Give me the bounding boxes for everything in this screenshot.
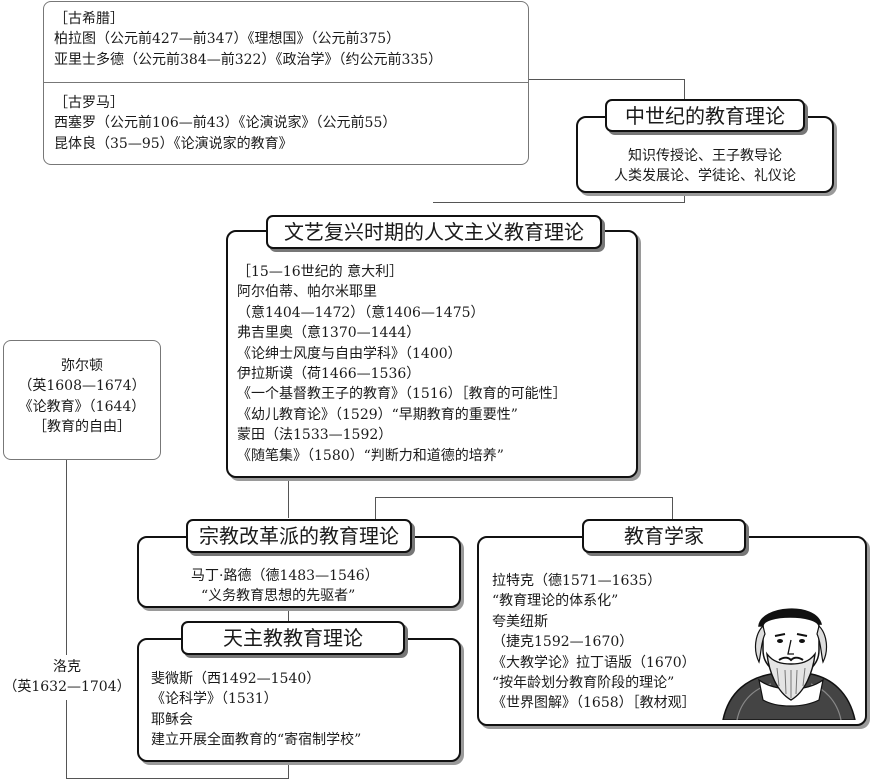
connector-milton-to-locke: [66, 460, 67, 655]
connector-branch-right-v: [672, 497, 673, 519]
catholic-title: 天主教教育理论: [181, 621, 405, 655]
greek-aristotle: 亚里士多德（公元前384—前322）《政治学》（约公元前335）: [54, 51, 443, 68]
renaissance-line: （意1404—1472）（意1406—1475）: [237, 304, 485, 321]
locke-line: 洛克: [53, 659, 81, 675]
connector-greek-to-medieval-h: [528, 79, 685, 80]
rome-cicero: 西塞罗（公元前106—前43）《论演说家》（公元前55）: [54, 115, 397, 132]
medieval-content: 知识传授论、王子教导论 人类发展论、学徒论、礼仪论: [578, 146, 832, 187]
educators-box: 拉特克（德1571—1635） “教育理论的体系化” 夸美纽斯 （捷克1592—…: [477, 536, 867, 726]
renaissance-line: 弗吉里奥（意1370—1444）: [237, 325, 421, 342]
renaissance-line: 伊拉斯谟（荷1466—1536）: [237, 365, 421, 382]
catholic-line: 建立开展全面教育的“寄宿制学校”: [151, 732, 362, 749]
educators-line: （捷克1592—1670）: [492, 634, 634, 651]
educators-content: 拉特克（德1571—1635） “教育理论的体系化” 夸美纽斯 （捷克1592—…: [492, 571, 696, 714]
connector-renaissance-down: [288, 478, 289, 518]
renaissance-line: 《幼儿教育论》（1529）“早期教育的重要性”: [237, 406, 518, 423]
comenius-portrait-icon: [722, 608, 856, 720]
milton-content: 弥尔顿 （英1608—1674） 《论教育》（1644） ［教育的自由］: [4, 356, 160, 438]
section-divider: [44, 82, 528, 83]
educators-line: 《大教学论》拉丁语版（1670）: [492, 654, 696, 671]
catholic-line: 耶稣会: [151, 711, 193, 728]
medieval-line: 知识传授论、王子教导论: [628, 148, 782, 164]
reformation-line: “义务教育思想的先驱者”: [201, 588, 356, 605]
reformation-title: 宗教改革派的教育理论: [186, 519, 412, 553]
catholic-box: 斐微斯（西1492—1540） 《论科学》（1531） 耶稣会 建立开展全面教育…: [137, 638, 461, 762]
educators-line: 夸美纽斯: [492, 613, 548, 630]
locke-line: （英1632—1704）: [3, 679, 131, 696]
renaissance-box: ［15—16世纪的 意大利］ 阿尔伯蒂、帕尔米耶里 （意1404—1472）（意…: [226, 230, 638, 478]
milton-box: 弥尔顿 （英1608—1674） 《论教育》（1644） ［教育的自由］: [3, 340, 161, 460]
medieval-title: 中世纪的教育理论: [605, 99, 805, 132]
greek-plato: 柏拉图（公元前427—前347）《理想国》（公元前375）: [54, 31, 401, 48]
rome-heading: ［古罗马］: [54, 95, 124, 111]
catholic-content: 斐微斯（西1492—1540） 《论科学》（1531） 耶稣会 建立开展全面教育…: [151, 669, 361, 751]
renaissance-line: ［15—16世纪的 意大利］: [237, 264, 404, 280]
connector-branch-h: [375, 497, 673, 498]
educators-line: 拉特克（德1571—1635）: [492, 573, 662, 589]
renaissance-line: 《随笔集》（1580）“判断力和道德的培养”: [237, 447, 504, 464]
educators-line: “按年龄划分教育阶段的理论”: [492, 674, 675, 691]
milton-line: ［教育的自由］: [33, 419, 131, 436]
connector-catholic-bottom: [288, 762, 289, 778]
connector-reformation-to-catholic: [288, 608, 289, 622]
medieval-line: 人类发展论、学徒论、礼仪论: [614, 168, 796, 185]
renaissance-line: 阿尔伯蒂、帕尔米耶里: [237, 284, 377, 301]
connector-greek-to-medieval-v: [684, 79, 685, 99]
rome-section: ［古罗马］ 西塞罗（公元前106—前43）《论演说家》（公元前55） 昆体良（3…: [54, 93, 396, 154]
connector-branch-left-v: [375, 497, 376, 519]
rome-quintilian: 昆体良（35—95）《论演说家的教育》: [54, 135, 293, 152]
renaissance-content: ［15—16世纪的 意大利］ 阿尔伯蒂、帕尔米耶里 （意1404—1472）（意…: [237, 262, 567, 466]
locke-label: 洛克 （英1632—1704）: [0, 657, 134, 698]
connector-medieval-to-renaissance-h: [433, 202, 685, 203]
educators-title: 教育学家: [582, 519, 746, 553]
reformation-line: 马丁·路德（德1483—1546）: [191, 568, 379, 584]
renaissance-line: 《论绅士风度与自由学科》（1400）: [237, 345, 462, 362]
catholic-line: 斐微斯（西1492—1540）: [151, 671, 321, 687]
milton-line: 《论教育》（1644）: [18, 398, 146, 415]
connector-medieval-to-renaissance-v: [684, 192, 685, 203]
renaissance-line: 蒙田（法1533—1592）: [237, 427, 393, 444]
reformation-content: 马丁·路德（德1483—1546） “义务教育思想的先驱者”: [191, 566, 379, 607]
renaissance-line: 《一个基督教王子的教育》（1516）［教育的可能性］: [237, 386, 567, 403]
milton-line: （英1608—1674）: [18, 378, 146, 395]
milton-line: 弥尔顿: [61, 358, 103, 374]
catholic-line: 《论科学》（1531）: [151, 691, 278, 708]
greek-rome-box: ［古希腊］ 柏拉图（公元前427—前347）《理想国》（公元前375） 亚里士多…: [43, 1, 529, 165]
connector-bottom-h: [66, 778, 289, 779]
educators-line: 《世界图解》（1658）［教材观］: [492, 695, 696, 712]
greek-section: ［古希腊］ 柏拉图（公元前427—前347）《理想国》（公元前375） 亚里士多…: [54, 9, 442, 70]
educators-line: “教育理论的体系化”: [492, 593, 619, 610]
renaissance-title: 文艺复兴时期的人文主义教育理论: [266, 215, 602, 249]
connector-locke-down: [66, 700, 67, 778]
greek-heading: ［古希腊］: [54, 11, 124, 27]
